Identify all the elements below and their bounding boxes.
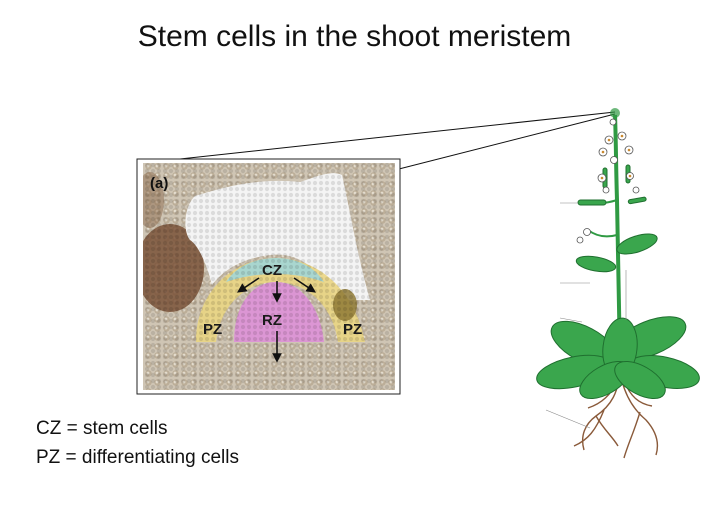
legend-pz: PZ = differentiating cells (36, 447, 239, 468)
panel-label: (a) (150, 175, 168, 192)
slide-title: Stem cells in the shoot meristem (137, 20, 572, 53)
zone-label-cz: CZ (262, 262, 282, 279)
zone-label-pz-right: PZ (343, 321, 362, 338)
rosette-leaves (536, 316, 700, 400)
zone-label-rz: RZ (262, 312, 282, 329)
legend-cz: CZ = stem cells (36, 418, 168, 439)
arrow-cz-right (293, 277, 316, 293)
arrow-cz-left (237, 277, 260, 293)
zoom-line-bottom (394, 113, 616, 171)
plant-stem (613, 114, 622, 361)
zone-label-pz-left: PZ (203, 321, 222, 338)
plant-illustration (536, 108, 700, 459)
shoot-apex (610, 108, 620, 118)
zoom-line-top (142, 111, 616, 164)
